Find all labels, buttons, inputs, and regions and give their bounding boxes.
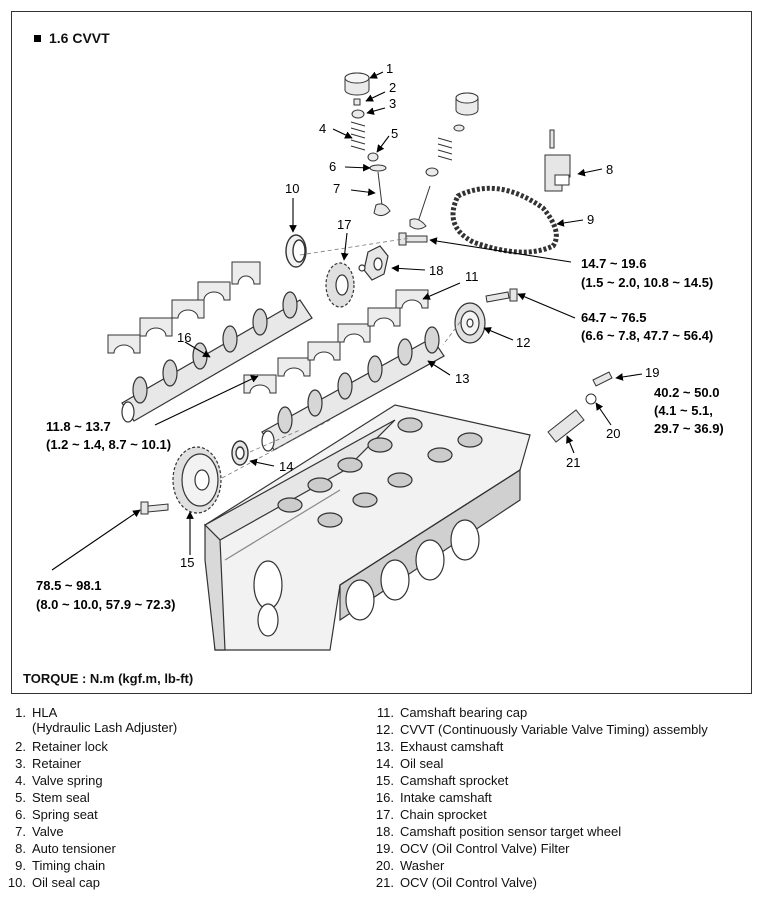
intake-camshaft (121, 291, 313, 423)
legend-item-16: 16.Intake camshaft (375, 790, 492, 805)
legend-item-21: 21.OCV (Oil Control Valve) (375, 875, 538, 890)
camshaft-sprocket (172, 446, 222, 514)
legend-item-3: 3.Retainer (15, 756, 82, 771)
callout-7: 7 (333, 181, 340, 196)
callout-13: 13 (455, 371, 469, 386)
diagram-title: 1.6 CVVT (34, 30, 110, 46)
title-text: 1.6 CVVT (49, 30, 110, 46)
torque-bearing-cap-line2: (1.2 ~ 1.4, 8.7 ~ 10.1) (46, 437, 171, 452)
callout-14: 14 (279, 459, 293, 474)
legend-item-10: 10.Oil seal cap (7, 875, 100, 890)
callout-5: 5 (391, 126, 398, 141)
torque-ocv-filter-line3: 29.7 ~ 36.9) (654, 421, 724, 436)
legend-item-17: 17.Chain sprocket (375, 807, 487, 822)
target-wheel (358, 245, 389, 281)
legend-item-12: 12.CVVT (Continuously Variable Valve Tim… (375, 722, 708, 737)
oil-seal (231, 440, 249, 466)
callout-18: 18 (429, 263, 443, 278)
callout-2: 2 (389, 80, 396, 95)
exploded-view-diagram: 1 2 3 4 5 6 7 8 9 10 11 12 13 14 15 16 1… (36, 61, 724, 651)
cylinder-head (204, 404, 531, 651)
oil-seal-cap (285, 234, 307, 268)
timing-chain (450, 185, 559, 255)
callout-21: 21 (566, 455, 580, 470)
bearing-caps (107, 261, 429, 394)
legend-item-13: 13.Exhaust camshaft (375, 739, 504, 754)
bolts (140, 232, 518, 515)
callout-11: 11 (465, 269, 479, 284)
torque-ocv-filter-line2: (4.1 ~ 5.1, (654, 403, 713, 418)
legend-item-1: 1.HLA (Hydraulic Lash Adjuster) (4, 705, 177, 735)
callout-3: 3 (389, 96, 396, 111)
callout-8: 8 (606, 162, 613, 177)
torque-cvvt-bolt-line1: 64.7 ~ 76.5 (581, 310, 646, 325)
torque-sprocket-bolt-line2: (8.0 ~ 10.0, 57.9 ~ 72.3) (36, 597, 176, 612)
exhaust-camshaft (261, 326, 445, 452)
legend-item-18: 18.Camshaft position sensor target wheel (375, 824, 622, 839)
torque-cvvt-bolt-line2: (6.6 ~ 7.8, 47.7 ~ 56.4) (581, 328, 713, 343)
torque-specs: 14.7 ~ 19.6 (1.5 ~ 2.0, 10.8 ~ 14.5) 64.… (36, 256, 724, 612)
callout-15: 15 (180, 555, 194, 570)
torque-intake-bolt-line1: 14.7 ~ 19.6 (581, 256, 646, 271)
callout-16: 16 (177, 330, 191, 345)
cvvt-assembly (454, 302, 486, 344)
ocv-parts (547, 371, 613, 443)
torque-intake-bolt-line2: (1.5 ~ 2.0, 10.8 ~ 14.5) (581, 275, 713, 290)
legend-item-19: 19.OCV (Oil Control Valve) Filter (375, 841, 570, 856)
auto-tensioner (544, 129, 571, 192)
legend-item-20: 20.Washer (375, 858, 445, 873)
legend-item-5: 5.Stem seal (15, 790, 90, 805)
diagram-frame (11, 11, 752, 694)
legend-item-8: 8.Auto tensioner (15, 841, 116, 856)
callout-labels: 1 2 3 4 5 6 7 8 9 10 11 12 13 14 15 16 1… (177, 61, 659, 570)
callout-1: 1 (386, 61, 393, 76)
chain-sprocket (325, 262, 355, 308)
torque-sprocket-bolt-line1: 78.5 ~ 98.1 (36, 578, 101, 593)
torque-unit-note: TORQUE : N.m (kgf.m, lb-ft) (23, 671, 194, 686)
callout-10: 10 (285, 181, 299, 196)
valve-train-exhaust (409, 92, 479, 230)
callout-6: 6 (329, 159, 336, 174)
bullet-square-icon (34, 34, 41, 42)
legend-item-2: 2.Retainer lock (15, 739, 108, 754)
valve-train-intake (344, 72, 391, 217)
legend-item-7: 7.Valve (15, 824, 64, 839)
legend-item-6: 6.Spring seat (15, 807, 98, 822)
callout-19: 19 (645, 365, 659, 380)
callout-17: 17 (337, 217, 351, 232)
callout-9: 9 (587, 212, 594, 227)
callout-20: 20 (606, 426, 620, 441)
callout-12: 12 (516, 335, 530, 350)
callout-4: 4 (319, 121, 326, 136)
torque-bearing-cap-line1: 11.8 ~ 13.7 (46, 419, 111, 434)
legend-item-14: 14.Oil seal (375, 756, 444, 771)
legend-item-1-sub: (Hydraulic Lash Adjuster) (32, 720, 178, 735)
legend-item-9: 9.Timing chain (15, 858, 106, 873)
torque-ocv-filter-line1: 40.2 ~ 50.0 (654, 385, 719, 400)
leader-arrows (51, 71, 643, 571)
legend-item-15: 15.Camshaft sprocket (375, 773, 509, 788)
legend-item-11: 11.Camshaft bearing cap (376, 705, 528, 720)
legend-item-4: 4.Valve spring (15, 773, 103, 788)
